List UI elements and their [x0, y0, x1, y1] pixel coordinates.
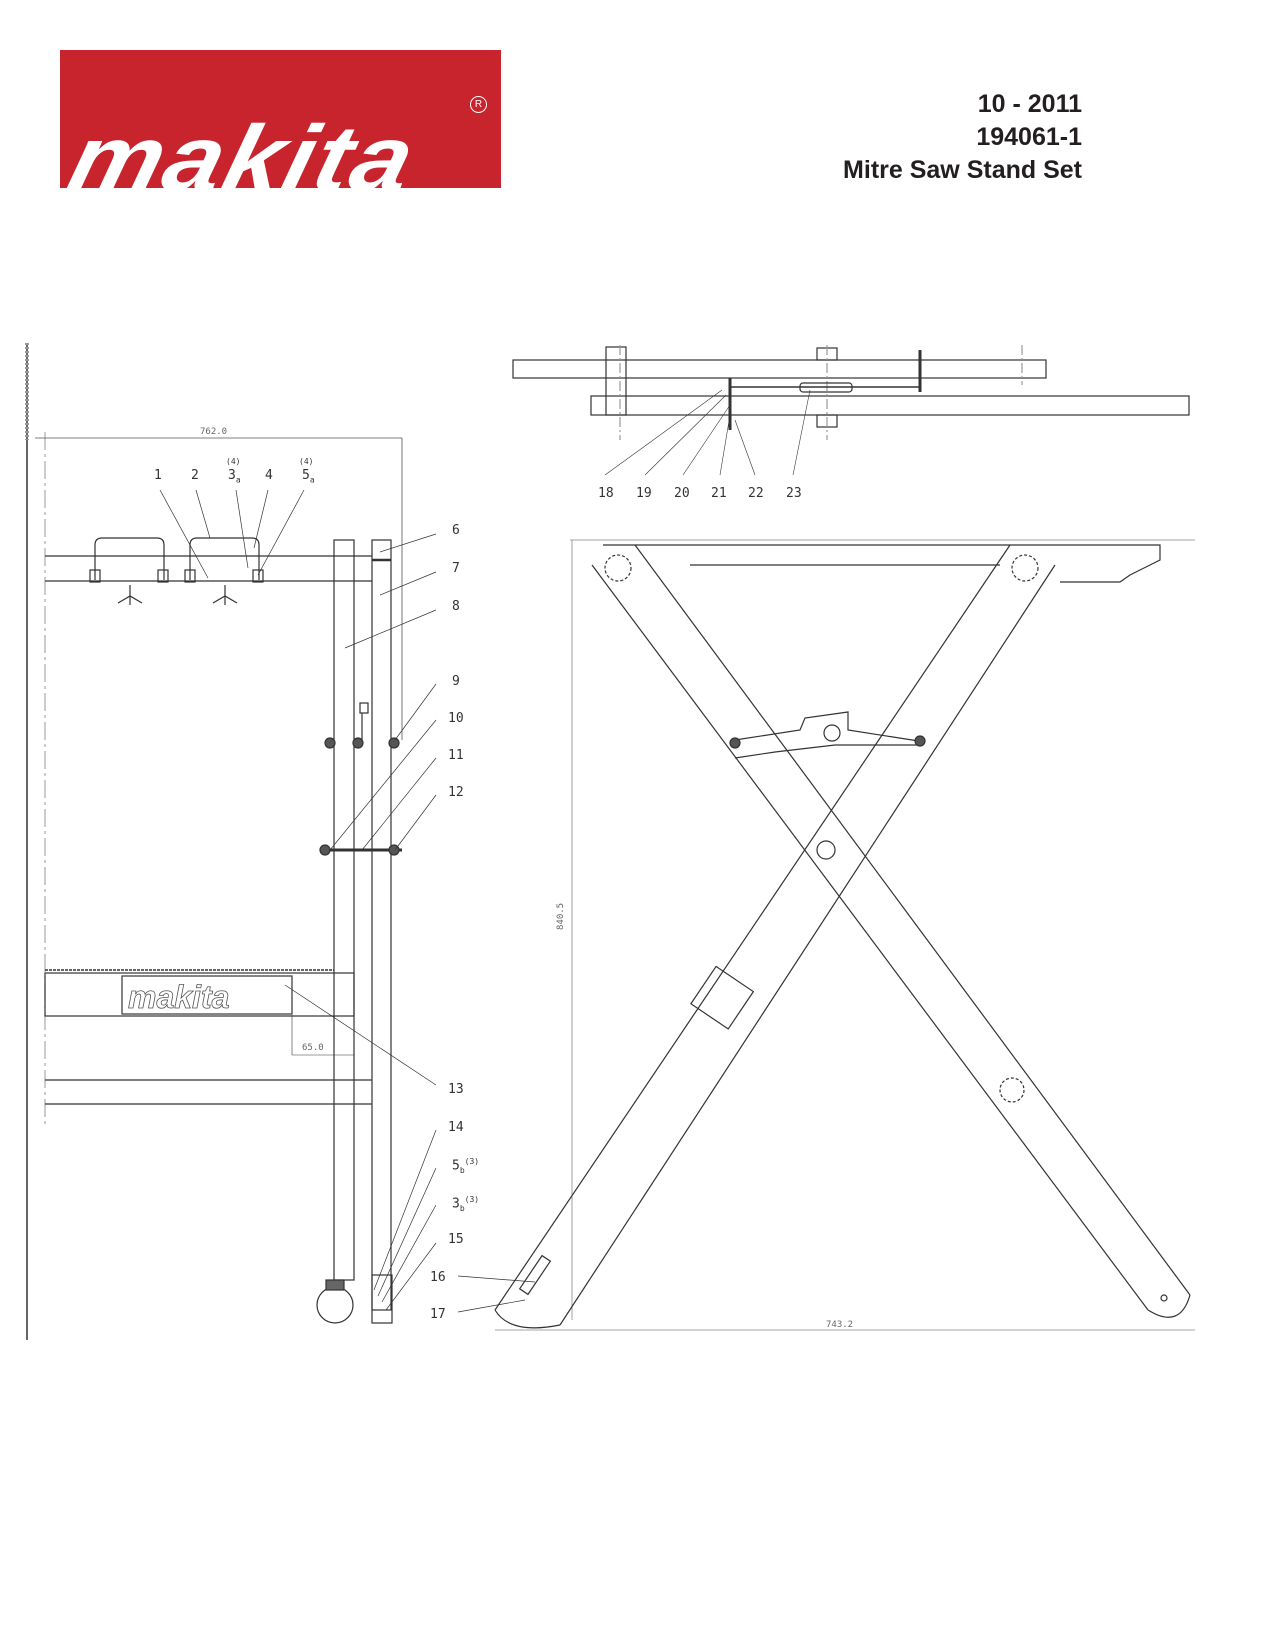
callout-14: 14: [448, 1120, 464, 1135]
makita-logo: makita R: [60, 50, 501, 188]
part-number: 194061-1: [976, 123, 1082, 151]
callout-17: 17: [430, 1307, 446, 1322]
dim-width-front: 743.2: [826, 1320, 854, 1330]
callout-3b: 3b(3): [452, 1195, 480, 1213]
callout-5a-qty: (4): [299, 457, 314, 466]
callout-1: 1: [154, 468, 162, 483]
callout-12: 12: [448, 785, 464, 800]
dim-offset: 65.0: [302, 1043, 324, 1053]
document-header: 10 - 2011 194061-1 Mitre Saw Stand Set: [843, 88, 1082, 187]
dim-width-side: 762.0: [200, 427, 228, 437]
svg-text:makita: makita: [128, 979, 229, 1015]
callout-4: 4: [265, 468, 273, 483]
callout-23: 23: [786, 486, 802, 501]
callout-16: 16: [430, 1270, 446, 1285]
document-title: Mitre Saw Stand Set: [843, 156, 1082, 184]
callout-13: 13: [448, 1082, 464, 1097]
callout-5b: 5b(3): [452, 1157, 480, 1175]
callout-19: 19: [636, 486, 652, 501]
callout-20: 20: [674, 486, 690, 501]
document-date: 10 - 2011: [977, 90, 1082, 118]
callout-10: 10: [448, 711, 464, 726]
front-view: [457, 539, 1195, 1331]
callout-6: 6: [452, 523, 460, 538]
callout-3a: 3a: [228, 468, 241, 485]
callout-7: 7: [452, 561, 460, 576]
callout-18: 18: [598, 486, 614, 501]
callout-11: 11: [448, 748, 464, 763]
callout-8: 8: [452, 599, 460, 614]
dim-height-front: 840.5: [556, 902, 566, 930]
side-view: makita: [35, 432, 437, 1324]
callout-9: 9: [452, 674, 460, 689]
callout-3a-qty: (4): [226, 457, 241, 466]
callout-15: 15: [448, 1232, 464, 1247]
registered-mark-icon: R: [470, 96, 487, 113]
top-view: [512, 345, 1190, 476]
callout-22: 22: [748, 486, 764, 501]
callout-21: 21: [711, 486, 727, 501]
callout-2: 2: [191, 468, 199, 483]
callout-5a: 5a: [302, 468, 315, 485]
